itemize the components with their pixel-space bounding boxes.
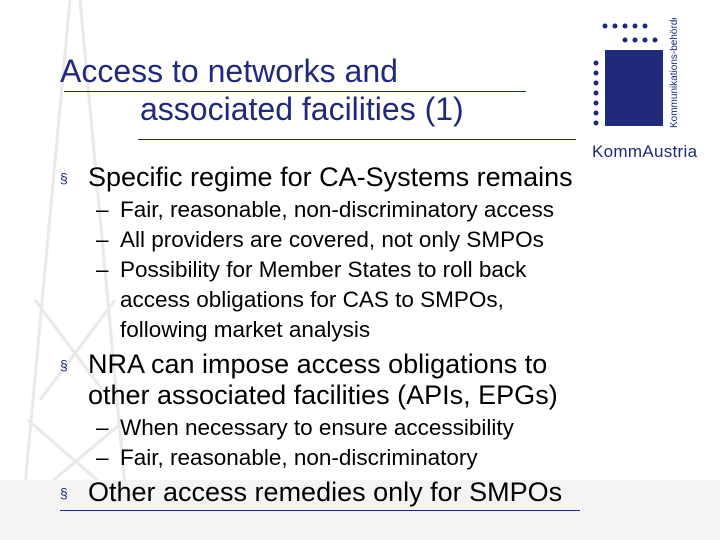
sub-bullet-line: following market analysis	[120, 317, 371, 342]
title-underline-2	[138, 139, 576, 140]
bullet-text: other associated facilities (APIs, EPGs)	[88, 380, 558, 410]
sub-bullet-line: Fair, reasonable, non-discriminatory–	[60, 443, 710, 473]
sub-bullet-line: Possibility for Member States to roll ba…	[60, 255, 710, 285]
sub-bullet-line: All providers are covered, not only SMPO…	[60, 225, 710, 255]
bullet-item: § Specific regime for CA-Systems remains	[60, 162, 710, 193]
dash-glyph: –	[96, 257, 109, 282]
kommaustria-logo-icon: Kommunikations-behörde Austria	[593, 18, 680, 128]
dash-glyph: –	[96, 415, 109, 440]
title-underline-1	[64, 91, 526, 92]
dash-glyph: –	[96, 197, 109, 222]
bullet-icon: §	[60, 357, 68, 373]
bullet-text: NRA can impose access obligations to	[88, 349, 548, 379]
bullet-text: Specific regime for CA-Systems remains	[88, 162, 573, 192]
bullet-icon: §	[60, 170, 68, 186]
bullet-text: Other access remedies only for SMPOs	[88, 477, 563, 507]
sub-bullet-line: When necessary to ensure accessibility–	[60, 413, 710, 443]
sub-bullet-line: access obligations for CAS to SMPOs,	[120, 287, 504, 312]
title-line-1: Access to networks and	[60, 53, 398, 89]
bullet-item: § Other access remedies only for SMPOs	[60, 477, 710, 511]
title-line-2: associated facilities (1)	[140, 91, 464, 127]
sub-bullet-line: Fair, reasonable, non-discriminatory acc…	[60, 195, 710, 225]
logo-caption: KommAustria	[592, 142, 698, 161]
slide-title: Access to networks and associated facili…	[60, 52, 580, 128]
bullet-underline	[60, 510, 580, 511]
dash-glyph: –	[96, 445, 109, 470]
logo-side-text: Kommunikations-behörde Austria	[669, 18, 680, 128]
bullet-icon: §	[60, 485, 68, 501]
dash-glyph: –	[96, 227, 109, 252]
